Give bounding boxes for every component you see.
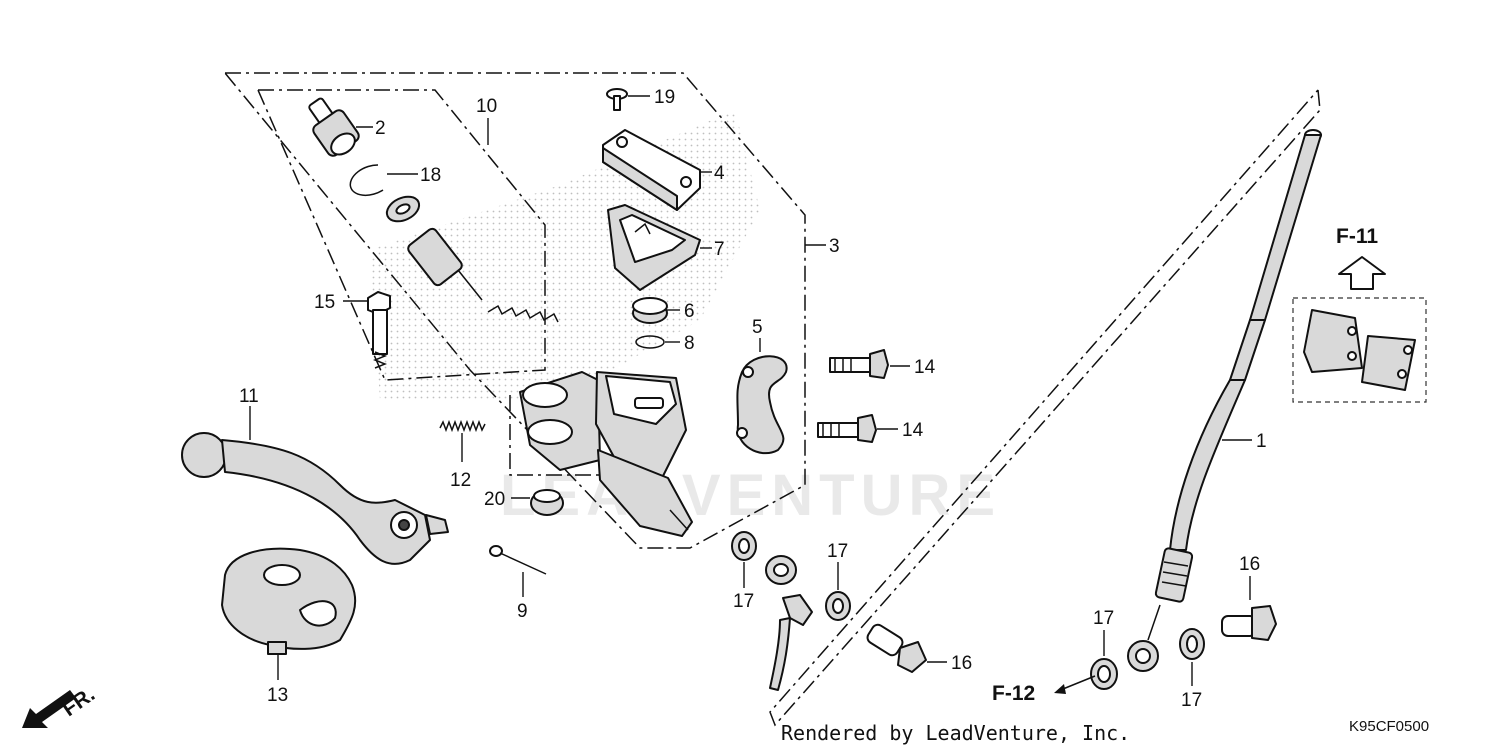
part-spring xyxy=(487,304,559,323)
callout-2: 2 xyxy=(375,118,386,139)
assembly-outline-bottom xyxy=(509,395,625,476)
callout-20: 20 xyxy=(484,489,505,510)
part-17-washer-c xyxy=(1090,658,1118,690)
hose-section-outline xyxy=(769,89,1321,727)
part-1-brake-hose xyxy=(1127,129,1322,672)
part-17-washer-b xyxy=(825,591,851,621)
callout-labels: 2 18 10 19 4 7 3 6 8 5 15 14 14 11 12 20… xyxy=(239,87,1267,711)
part-11-brake-lever xyxy=(181,432,449,565)
ref-label-f12: F-12 xyxy=(992,682,1035,705)
ref-box-f11 xyxy=(1292,297,1427,403)
callout-8: 8 xyxy=(684,333,695,354)
callout-16-left: 16 xyxy=(951,653,972,674)
part-piston xyxy=(407,227,483,301)
part-4-reservoir-cap xyxy=(602,129,701,211)
diagram-code: K95CF0500 xyxy=(1349,718,1429,735)
part-16-banjo-bolt-left xyxy=(866,623,927,673)
callout-17-a: 17 xyxy=(733,591,754,612)
part-8-clip xyxy=(635,335,665,349)
part-13-lever-cover xyxy=(221,547,357,655)
part-14-bolt-upper xyxy=(829,349,889,379)
part-14-bolt-lower xyxy=(817,414,877,443)
callout-7: 7 xyxy=(714,239,725,260)
callout-17-d: 17 xyxy=(1181,690,1202,711)
part-9-pin xyxy=(489,545,547,575)
credit-text: Rendered by LeadVenture, Inc. xyxy=(781,721,1130,745)
fr-direction-arrow-icon xyxy=(22,690,76,728)
callout-17-b: 17 xyxy=(827,541,848,562)
master-cylinder-body xyxy=(519,371,693,537)
part-12-spring xyxy=(439,419,486,433)
part-2-piston-end xyxy=(308,97,360,157)
callout-13: 13 xyxy=(267,685,288,706)
callout-4: 4 xyxy=(714,163,725,184)
ref-f12-arrow-icon xyxy=(1054,675,1096,694)
callout-6: 6 xyxy=(684,301,695,322)
part-20-bushing xyxy=(530,489,564,516)
part-19-screw xyxy=(606,88,628,111)
callout-10: 10 xyxy=(476,96,497,117)
callout-5: 5 xyxy=(752,317,763,338)
assembly-outline-10 xyxy=(257,89,546,381)
part-15-pivot-bolt xyxy=(367,291,391,369)
callout-14-lower: 14 xyxy=(902,420,924,441)
watermark-text: LEADVENTURE xyxy=(500,463,1001,528)
fr-direction-label: FR. xyxy=(58,683,99,721)
callout-19: 19 xyxy=(654,87,675,108)
callout-15: 15 xyxy=(314,292,335,313)
part-17-washer-a xyxy=(731,531,757,561)
callout-18: 18 xyxy=(420,165,441,186)
part-18-circlip xyxy=(349,164,384,197)
callout-3: 3 xyxy=(829,236,840,257)
part-6-plate xyxy=(632,297,668,324)
part-5-holder xyxy=(736,355,788,455)
callout-12: 12 xyxy=(450,470,471,491)
ref-f11-clamps xyxy=(1303,309,1416,391)
callout-11: 11 xyxy=(239,386,259,407)
callout-17-c: 17 xyxy=(1093,608,1114,629)
part-17-washer-d xyxy=(1179,628,1205,660)
part-washer xyxy=(385,195,421,223)
assembly-outline-3 xyxy=(224,72,806,549)
leader-lines xyxy=(249,95,1252,686)
part-banjo-hose-upper xyxy=(765,555,813,691)
callout-1: 1 xyxy=(1256,431,1267,452)
ref-label-f11: F-11 xyxy=(1336,225,1378,248)
part-16-banjo-bolt-right xyxy=(1221,605,1277,641)
callout-9: 9 xyxy=(517,601,528,622)
part-7-diaphragm xyxy=(607,204,701,291)
callout-14-upper: 14 xyxy=(914,357,936,378)
ref-f11-arrow-icon xyxy=(1338,256,1386,290)
callout-16-right: 16 xyxy=(1239,554,1260,575)
